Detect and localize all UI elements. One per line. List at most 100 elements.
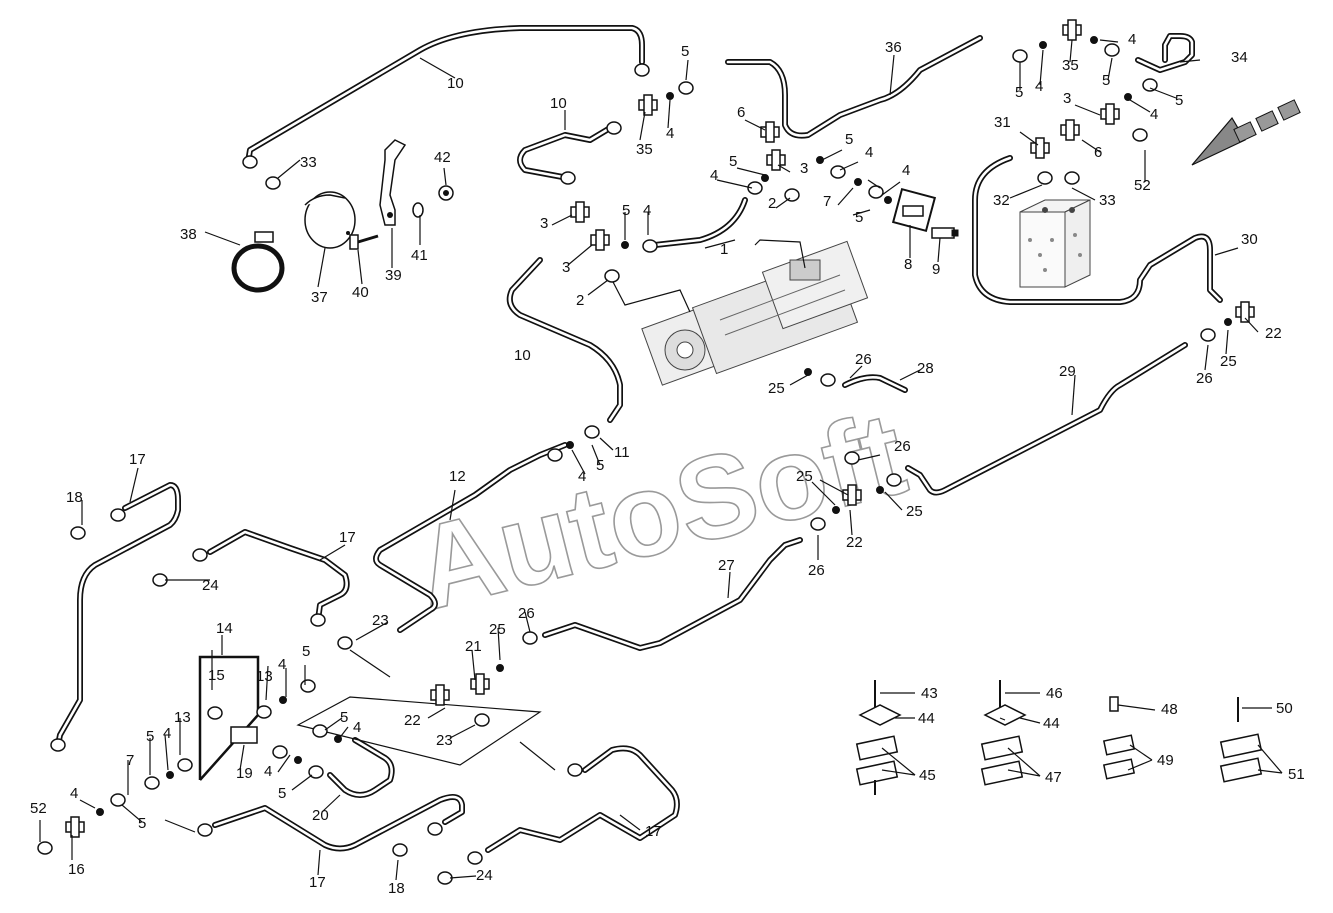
- leader-line: [567, 244, 593, 266]
- leader-line: [587, 279, 609, 296]
- callout-4: 4: [264, 763, 272, 780]
- callout-36: 36: [885, 39, 902, 56]
- fitting: [621, 241, 629, 249]
- callout-5: 5: [855, 209, 863, 226]
- leader-line: [277, 754, 291, 773]
- leader-line: [571, 449, 586, 475]
- callout-22: 22: [404, 712, 421, 729]
- fitting: [1124, 93, 1132, 101]
- leader-line: [1129, 744, 1153, 761]
- callout-6: 6: [1094, 144, 1102, 161]
- callout-25: 25: [906, 503, 923, 520]
- leader-line: [317, 849, 321, 876]
- leader-line: [1107, 57, 1113, 81]
- pipe-34: [1135, 33, 1195, 73]
- leader-line: [324, 717, 343, 731]
- callout-31: 31: [994, 114, 1011, 131]
- fitting: [192, 548, 208, 562]
- callout-47: 47: [1045, 769, 1062, 786]
- leader-line: [419, 57, 456, 79]
- callout-4: 4: [1128, 31, 1136, 48]
- callout-44: 44: [918, 710, 935, 727]
- leader-line: [849, 365, 863, 379]
- callout-3: 3: [540, 215, 548, 232]
- callout-1: 1: [720, 241, 728, 258]
- clamp-38: [231, 231, 285, 293]
- callout-11: 11: [614, 444, 630, 461]
- leader-line: [775, 197, 791, 209]
- callout-4: 4: [353, 719, 361, 736]
- fitting: [566, 441, 574, 449]
- callout-20: 20: [312, 807, 329, 824]
- leader-line: [1225, 329, 1229, 355]
- leader-line: [164, 819, 196, 833]
- leader-line: [291, 774, 313, 791]
- leader-line: [849, 509, 853, 536]
- callout-34: 34: [1231, 49, 1248, 66]
- pipe-20: [327, 737, 395, 798]
- fitting: [678, 81, 694, 95]
- leader-line: [319, 544, 346, 561]
- filter-housing-37: [304, 191, 356, 249]
- fitting: [820, 373, 836, 387]
- leader-line: [1099, 39, 1119, 43]
- leader-line: [357, 249, 363, 285]
- callout-6: 6: [737, 104, 745, 121]
- fitting: [256, 705, 272, 719]
- leader-line: [685, 59, 689, 81]
- fitting: [197, 823, 213, 837]
- fitting: [522, 631, 538, 645]
- fitting: [1090, 36, 1098, 44]
- leader-line: [789, 374, 809, 386]
- callout-8: 8: [904, 256, 912, 273]
- fitting: [868, 185, 884, 199]
- callout-16: 16: [68, 861, 85, 878]
- leader-line: [497, 627, 501, 661]
- leader-line: [819, 479, 849, 496]
- fitting: [638, 94, 658, 116]
- fitting: [467, 851, 483, 865]
- callout-32: 32: [993, 192, 1010, 209]
- fittings-layer: [37, 19, 1255, 885]
- fitting: [310, 613, 326, 627]
- fitting: [810, 517, 826, 531]
- callout-10: 10: [514, 347, 531, 364]
- pipe-10-top: [245, 25, 645, 165]
- clamp-set-46-47: [980, 680, 1027, 786]
- fitting: [70, 526, 86, 540]
- callout-23: 23: [436, 732, 453, 749]
- callout-numbers: 1 2 2 3 3 3 3 4 4 4 4 4 4 4 4 4 4 4 4 4 …: [30, 31, 1305, 897]
- fitting: [279, 696, 287, 704]
- callout-44: 44: [1043, 715, 1060, 732]
- fitting: [1012, 49, 1028, 63]
- fitting: [784, 188, 800, 202]
- leader-line: [667, 99, 671, 129]
- callout-7: 7: [126, 752, 134, 769]
- leader-line: [519, 741, 556, 771]
- clamp-set-43-45: [855, 680, 902, 795]
- callout-9: 9: [932, 261, 940, 278]
- fitting: [272, 745, 288, 759]
- pipe-17-bottom: [212, 793, 465, 852]
- callout-4: 4: [163, 725, 171, 742]
- leader-line: [1081, 139, 1101, 153]
- callout-4: 4: [578, 468, 586, 485]
- callout-24: 24: [202, 577, 219, 594]
- fitting: [230, 726, 258, 744]
- fitting: [876, 486, 884, 494]
- leader-line: [1007, 747, 1041, 777]
- leader-line: [1129, 99, 1151, 113]
- leader-line: [852, 209, 871, 216]
- callout-25: 25: [796, 468, 813, 485]
- callout-26: 26: [894, 438, 911, 455]
- callout-2: 2: [576, 292, 584, 309]
- leader-line: [349, 649, 391, 678]
- fitting: [50, 738, 66, 752]
- leader-line: [1257, 744, 1283, 774]
- callout-21: 21: [465, 638, 482, 655]
- pipe-17-right: [485, 745, 680, 853]
- leader-line: [599, 437, 614, 451]
- fitting: [1060, 119, 1080, 141]
- fitting: [430, 684, 450, 706]
- fitting: [766, 149, 786, 171]
